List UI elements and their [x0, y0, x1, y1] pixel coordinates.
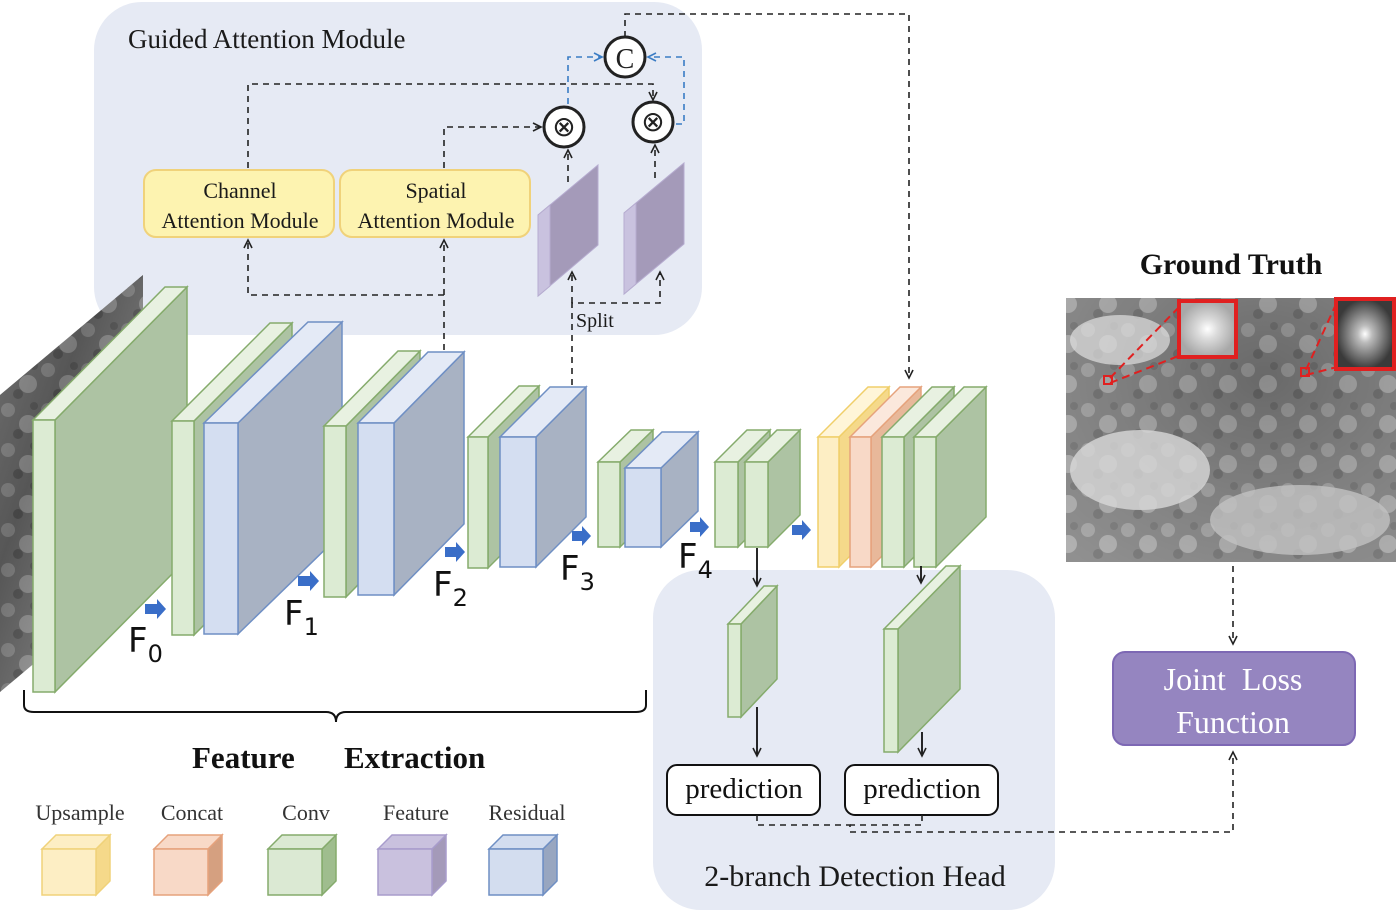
multiply-operator-2: ⊗: [631, 100, 675, 144]
legend-label: Residual: [489, 800, 566, 825]
legend: Upsample Concat Conv Feature Residual: [35, 800, 566, 897]
label-f2: F2: [433, 565, 468, 612]
flow-arrow-f4: [690, 517, 709, 537]
feature-extraction-blocks: [31, 285, 700, 694]
conv-block-neck-2: [743, 428, 802, 549]
zoom-inset-1: [1177, 299, 1238, 359]
flow-arrow-f2: [445, 542, 465, 562]
prediction-label-1: prediction: [685, 773, 803, 805]
zoom-guides: [1109, 301, 1338, 384]
split-label: Split: [576, 310, 614, 332]
head-conv-block-1: [726, 584, 779, 719]
legend-item-feature: Feature: [376, 800, 449, 897]
gam-title: Guided Attention Module: [128, 24, 405, 54]
detection-head-panel: 2-branch Detection Head: [653, 570, 1055, 910]
conv-block-f0: [31, 285, 189, 694]
label-f3: F3: [560, 549, 595, 596]
joint-loss-line2: Function: [1176, 704, 1290, 740]
blue-flow-arrows: [145, 517, 811, 619]
joint-loss-box: [1112, 651, 1356, 746]
flow-arrow-decoder: [792, 520, 811, 540]
legend-cube-front: [153, 848, 209, 896]
multiply-symbol-2: ⊗: [641, 105, 664, 138]
concat-symbol: C: [616, 44, 635, 75]
spatial-attention-line2: Attention Module: [357, 208, 514, 233]
feature-extraction-word2: Extraction: [344, 740, 485, 775]
flow-arrow-f0: [145, 599, 166, 619]
legend-cube-front: [488, 848, 544, 896]
head-conv-block-2: [882, 564, 962, 754]
prediction-label-2: prediction: [863, 773, 981, 805]
legend-item-concat: Concat: [152, 800, 224, 897]
spatial-attention-line1: Spatial: [405, 178, 466, 203]
channel-attention-line2: Attention Module: [161, 208, 318, 233]
channel-attention-line1: Channel: [203, 178, 276, 203]
prediction-box-2: prediction: [844, 764, 999, 816]
conv-block-neck-4: [912, 385, 988, 569]
gam-connectors: [243, 13, 914, 385]
flow-arrow-f1: [298, 571, 319, 591]
channel-attention-box: [143, 169, 335, 238]
spatial-attention-box: [339, 169, 531, 238]
gam-blue-connectors: [567, 52, 685, 125]
loss-connectors: [756, 566, 1238, 833]
legend-cube-front: [267, 848, 323, 896]
legend-item-upsample: Upsample: [35, 800, 125, 897]
detection-head-title: 2-branch Detection Head: [704, 860, 1006, 893]
joint-loss-function: Joint Loss Function: [1112, 651, 1356, 746]
ground-truth-title: Ground Truth: [1140, 248, 1323, 281]
spatial-attention-module: Spatial Attention Module: [339, 169, 531, 238]
residual-block-f4: [623, 430, 700, 549]
legend-label: Conv: [282, 800, 330, 825]
channel-attention-module: Channel Attention Module: [143, 169, 335, 238]
zoom-inset-2: [1334, 297, 1396, 371]
residual-block-f1: [202, 320, 344, 636]
legend-label: Upsample: [35, 800, 124, 825]
concat-operator: C: [603, 35, 647, 79]
legend-cube-front: [377, 848, 433, 896]
residual-block-f3: [498, 385, 588, 569]
attention-feature-map-1: [537, 163, 599, 298]
decoder-blocks: [713, 385, 988, 754]
feature-extraction-brace: Feature Extraction: [23, 690, 647, 775]
residual-block-f2: [356, 350, 466, 597]
guided-attention-module-panel: Guided Attention Module Channel Attentio…: [94, 2, 914, 385]
target-marker-1: [1103, 375, 1113, 385]
target-marker-2: [1300, 367, 1310, 377]
multiply-symbol-1: ⊗: [552, 110, 575, 143]
joint-loss-line1: Joint Loss: [1164, 661, 1303, 697]
label-f0: F0: [128, 621, 163, 668]
prediction-box-1: prediction: [666, 764, 821, 816]
feature-extraction-word1: Feature: [192, 740, 295, 775]
feature-labels: F0 F1 F2 F3 F4: [128, 537, 713, 668]
label-f4: F4: [678, 537, 713, 584]
multiply-operator-1: ⊗: [542, 105, 586, 149]
attention-feature-map-2: [623, 161, 685, 296]
legend-label: Feature: [383, 800, 449, 825]
label-f1: F1: [284, 594, 319, 641]
legend-cube-front: [41, 848, 97, 896]
detection-head-background: [653, 570, 1055, 910]
legend-item-conv: Conv: [266, 800, 338, 897]
ground-truth: Ground Truth: [1066, 248, 1396, 562]
legend-label: Concat: [161, 800, 223, 825]
head-arrows: [752, 548, 927, 758]
legend-item-residual: Residual: [487, 800, 566, 897]
flow-arrow-f3: [572, 526, 591, 546]
